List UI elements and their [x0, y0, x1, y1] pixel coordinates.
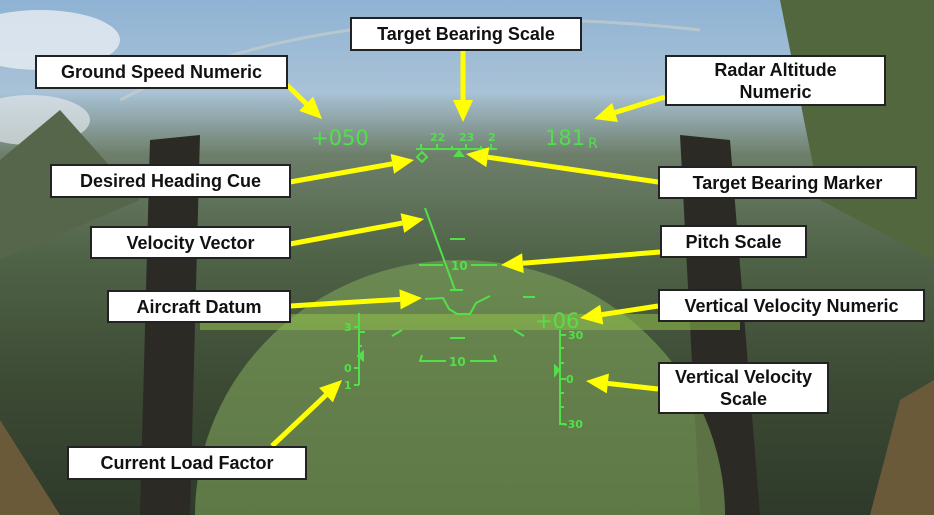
desired-heading-cue-icon: [415, 150, 429, 164]
arrow-shaft: [614, 94, 666, 115]
vv-label: 0: [566, 373, 574, 386]
load-pointer-icon: [356, 349, 364, 363]
callout-vertical-velocity-scale: Vertical Velocity Scale: [658, 362, 829, 414]
radar-altitude-numeric: 181: [545, 126, 585, 150]
arrow-head: [453, 100, 473, 122]
arrow-shaft: [487, 154, 659, 185]
vv-label: 30: [568, 329, 584, 342]
load-label: 3: [344, 321, 352, 334]
arrow-head: [586, 373, 609, 394]
bearing-label: 23: [459, 131, 474, 144]
arrow-head: [580, 304, 604, 325]
arrow-shaft: [601, 303, 659, 318]
arrow-head: [400, 213, 424, 233]
load-ticks: [354, 326, 365, 386]
callout-vertical-velocity-numeric: Vertical Velocity Numeric: [658, 289, 925, 322]
arrow-shaft: [522, 249, 661, 266]
aircraft-datum: [424, 295, 491, 315]
bank-mark: [513, 329, 525, 337]
vv-ticks: [560, 334, 566, 425]
arrow-head: [319, 380, 342, 403]
arrow-shaft: [270, 393, 328, 448]
velocity-vector: [424, 207, 456, 291]
pitch-line-neg-left: [418, 354, 446, 362]
callout-desired-heading-cue: Desired Heading Cue: [50, 164, 291, 198]
vertical-velocity-numeric: +06: [535, 309, 579, 333]
callout-arrows: [270, 50, 666, 448]
callout-target-bearing-scale: Target Bearing Scale: [350, 17, 582, 51]
arrow-head: [594, 102, 618, 123]
arrow-head: [390, 153, 414, 174]
callout-aircraft-datum: Aircraft Datum: [107, 290, 291, 323]
load-label: 0: [344, 362, 352, 375]
arrow-head: [501, 253, 524, 274]
load-label: 1: [344, 379, 352, 392]
arrow-shaft: [285, 83, 308, 106]
target-bearing-marker-icon: [452, 149, 466, 157]
vv-label: -30: [563, 418, 583, 431]
pitch-label: 10: [449, 355, 466, 369]
mountain: [780, 0, 934, 260]
callout-pitch-scale: Pitch Scale: [660, 225, 807, 258]
callout-current-load-factor: Current Load Factor: [67, 446, 307, 480]
vv-pointer-icon: [554, 363, 561, 378]
bearing-label: 22: [430, 131, 445, 144]
bank-mark: [391, 329, 403, 337]
frame-corner: [0, 420, 60, 515]
pitch-label: 10: [451, 259, 468, 273]
bearing-ticks: [420, 144, 492, 149]
callout-target-bearing-marker: Target Bearing Marker: [658, 166, 917, 199]
arrow-shaft: [289, 161, 393, 185]
arrow-head: [399, 289, 422, 310]
pitch-line-neg-right: [470, 354, 498, 362]
arrow-head: [466, 147, 490, 168]
cloud: [0, 10, 120, 70]
frame-corner: [870, 380, 934, 515]
arrow-shaft: [607, 380, 659, 392]
arrow-head: [299, 96, 322, 119]
horizon-band: [200, 314, 740, 330]
bearing-label: 2: [488, 131, 496, 144]
callout-radar-altitude-numeric: Radar Altitude Numeric: [665, 55, 886, 106]
callout-ground-speed-numeric: Ground Speed Numeric: [35, 55, 288, 89]
arrow-shaft: [289, 220, 403, 247]
ground-speed-numeric: +050: [311, 126, 369, 150]
arrow-shaft: [289, 296, 401, 309]
radar-altitude-suffix: R: [588, 136, 598, 152]
callout-velocity-vector: Velocity Vector: [90, 226, 291, 259]
